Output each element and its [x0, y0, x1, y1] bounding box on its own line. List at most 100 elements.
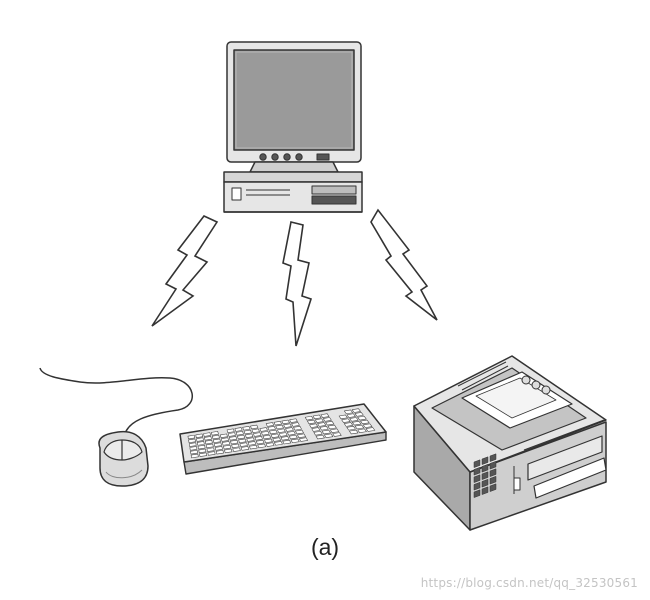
keyboard-key: [325, 420, 335, 426]
printer-key: [481, 464, 489, 473]
printer-key: [481, 471, 489, 480]
keyboard-key: [255, 439, 265, 445]
keyboard-key: [288, 434, 298, 440]
keyboard-key: [190, 449, 198, 455]
keyboard-key: [204, 436, 212, 441]
keyboard-key: [190, 453, 199, 459]
keyboard-key: [257, 443, 266, 449]
keyboard-key: [224, 448, 233, 454]
keyboard-key: [315, 434, 325, 440]
keyboard-key: [344, 409, 353, 415]
keyboard-key: [324, 433, 334, 439]
keyboard-key: [239, 442, 248, 447]
keyboard-key: [295, 429, 304, 435]
keyboard-key: [330, 428, 340, 433]
keyboard-key: [203, 432, 211, 437]
keyboard-key: [352, 420, 362, 426]
keyboard-key: [237, 434, 246, 440]
printer-key: [473, 482, 481, 491]
keyboard-key: [360, 419, 370, 425]
keyboard-key: [242, 426, 251, 431]
keyboard-key: [226, 428, 235, 433]
keyboard-key: [285, 427, 294, 432]
printer-key: [489, 461, 497, 470]
keyboard-key: [196, 437, 204, 442]
keyboard-key: [362, 423, 373, 428]
keyboard-key: [281, 419, 290, 425]
keyboard-key: [264, 438, 273, 444]
keyboard-key: [280, 436, 290, 441]
printer-keypad: [473, 453, 497, 498]
keyboard-key: [254, 436, 263, 441]
keyboard-key: [247, 441, 257, 446]
keyboard-key: [198, 448, 207, 454]
keyboard-key: [354, 424, 365, 430]
keyboard-key: [297, 433, 306, 439]
keyboard-key: [278, 432, 288, 437]
printer-key: [489, 476, 497, 485]
keyboard-key: [313, 431, 323, 436]
printer-key: [489, 453, 497, 462]
keyboard-key: [332, 432, 342, 437]
keyboard-key: [354, 412, 364, 417]
keyboard-key: [317, 422, 327, 427]
keyboard-key: [289, 418, 298, 423]
keyboard-key: [274, 441, 283, 446]
keyboard-key: [314, 418, 324, 423]
keyboard-key: [211, 431, 219, 436]
keyboard-key: [232, 447, 241, 452]
computer-icon: [223, 41, 363, 213]
printer-key: [473, 474, 481, 483]
keyboard-key: [357, 428, 367, 433]
keyboard-key: [272, 437, 281, 442]
keyboard-key: [231, 443, 240, 449]
lightning-bolt-icon-right: [370, 208, 438, 321]
figure-caption: (a): [310, 534, 340, 560]
printer-key: [481, 456, 489, 465]
keyboard-key: [275, 424, 284, 430]
keyboard-key: [291, 422, 300, 427]
keyboard-key: [343, 422, 354, 427]
keyboard-key: [238, 438, 247, 444]
keyboard-key: [283, 423, 292, 428]
printer-key: [481, 479, 489, 488]
keyboard-key: [206, 447, 215, 452]
keyboard-key: [259, 427, 268, 432]
keyboard-key: [245, 433, 254, 439]
keyboard-key: [196, 441, 205, 446]
keyboard-key: [250, 424, 259, 430]
keyboard-key: [312, 414, 322, 420]
mouse-icon: [39, 367, 194, 487]
keyboard-key: [223, 444, 232, 450]
keyboard-key: [207, 451, 216, 456]
keyboard-key: [341, 418, 351, 423]
monitor: [226, 41, 362, 173]
keyboard-key: [309, 423, 319, 428]
printer-key: [473, 467, 481, 476]
keyboard-icon: [179, 403, 387, 475]
keyboard-keys: [187, 408, 376, 459]
keyboard-key: [240, 446, 250, 451]
keyboard-key: [188, 442, 197, 447]
keyboard-key: [307, 419, 316, 425]
keyboard-key: [265, 442, 275, 447]
keyboard-key: [230, 439, 239, 445]
keyboard-key: [212, 434, 220, 440]
keyboard-key: [220, 437, 229, 442]
desktop-case: [223, 171, 363, 213]
keyboard-key: [273, 420, 282, 426]
keyboard-key: [320, 413, 330, 418]
keyboard-key: [197, 444, 206, 450]
keyboard-key: [282, 439, 292, 445]
keyboard-key: [214, 446, 223, 451]
keyboard-key: [222, 441, 231, 446]
keyboard-key: [187, 434, 196, 440]
keyboard-key: [269, 429, 278, 435]
keyboard-key: [267, 426, 276, 431]
keyboard-key: [213, 442, 222, 447]
printer-key: [473, 459, 481, 468]
keyboard-key: [293, 426, 302, 431]
keyboard-key: [365, 427, 376, 432]
keyboard-key: [311, 427, 321, 432]
